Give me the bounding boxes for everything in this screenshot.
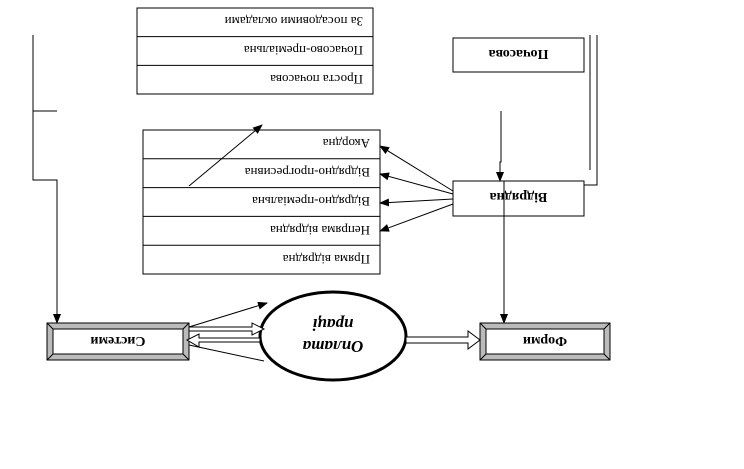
middle-list-item-0: Акордна [323, 136, 370, 151]
middle-list-item-4: Пряма відрядна [283, 252, 370, 267]
systemy-label: Системи [90, 333, 145, 348]
top-list-item-0: Проста почасова [270, 72, 363, 87]
middle-list-item-1: Відрядно-прогресивна [245, 165, 370, 180]
top-list-box: Проста почасова Почасово-преміальна За п… [136, 7, 374, 95]
systemy-box: Системи [46, 322, 190, 361]
left-connector [32, 35, 61, 324]
oplata-line1: Оплата [302, 337, 363, 356]
pochasova-box: Почасова [452, 37, 585, 73]
ellipse-formy-arrow [405, 330, 481, 350]
oplata-line2: праці [312, 315, 353, 334]
vidriadna-box: Відрядна [452, 180, 585, 217]
oplata-ellipse: Оплата праці [258, 290, 408, 382]
rotated-diagram: Проста почасова Почасово-преміальна За п… [32, 7, 611, 382]
top-list-item-1: Почасово-преміальна [244, 43, 363, 58]
diagonal-arrow [188, 124, 263, 187]
pochasova-label: Почасова [489, 46, 549, 61]
vidriadna-to-list-arrows [379, 145, 454, 232]
systemy-ellipse-arrows [185, 301, 268, 362]
middle-list-item-2: Відрядно-преміальна [252, 194, 370, 209]
formy-label: Форми [523, 333, 567, 348]
right-connectors [496, 35, 598, 324]
middle-list-item-3: Непряма відрядна [270, 223, 370, 238]
top-list-item-2: За посадовими окладами [225, 14, 363, 29]
formy-box: Форми [479, 322, 611, 361]
middle-list-box: Пряма відрядна Непряма відрядна Відрядно… [142, 129, 381, 275]
vidriadna-label: Відрядна [490, 189, 548, 204]
